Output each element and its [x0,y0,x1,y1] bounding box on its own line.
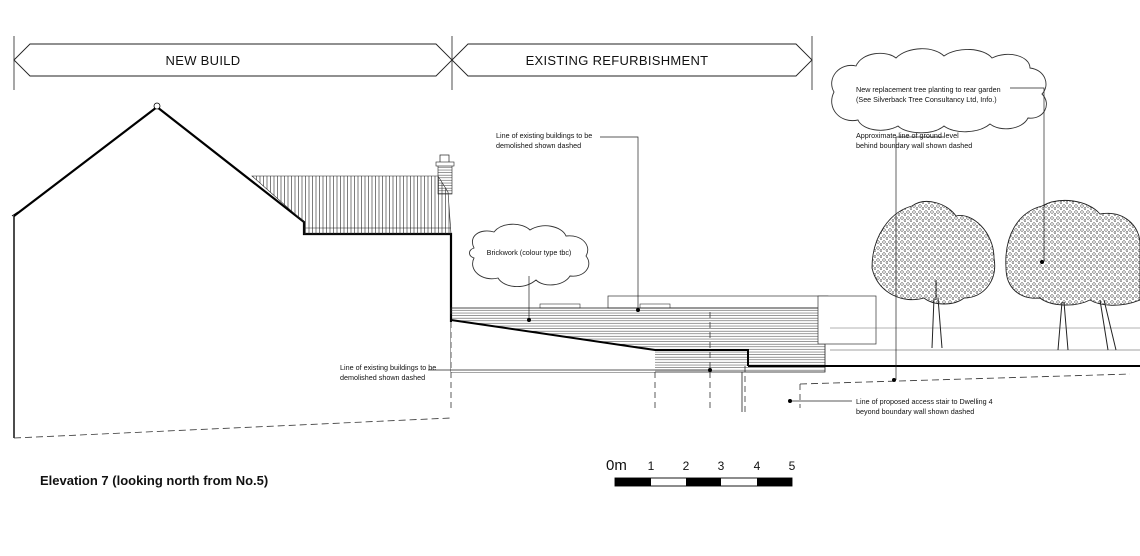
banner-existing-refurbishment: EXISTING REFURBISHMENT [451,36,813,90]
scale-label-5: 5 [789,459,796,473]
demolition-dashed-lines [450,312,801,412]
extension-roof [450,295,877,373]
chimney [435,154,455,195]
ground-level-line-2: behind boundary wall shown dashed [856,141,972,150]
scale-label-1: 1 [648,459,655,473]
brickwork-cloud: Brickwork (colour type tbc) [469,223,590,287]
demolish-bottom-line-1: Line of existing buildings to be [340,363,436,372]
banner-new-build: NEW BUILD [13,36,453,90]
tree-1 [871,201,996,349]
tree-note-line-2: (See Silverback Tree Consultancy Ltd, In… [856,95,997,104]
ground-level-line-1: Approximate line of ground level [856,131,959,140]
boundary-wall [748,327,1140,385]
ground-level-note: Approximate line of ground level behind … [856,131,972,382]
scale-label-2: 2 [683,459,690,473]
tree-leader [1010,87,1045,264]
demolish-bottom-line-2: demolished shown dashed [340,373,425,382]
demolish-top-line-2: demolished shown dashed [496,141,581,150]
scale-label-3: 3 [718,459,725,473]
gable-building [11,102,453,439]
brickwork-note: Brickwork (colour type tbc) [487,248,572,257]
demolish-top-line-1: Line of existing buildings to be [496,131,592,140]
tree-note-cloud: New replacement tree planting to rear ga… [831,48,1047,134]
drawing-title: Elevation 7 (looking north from No.5) [40,473,268,488]
brickwork-leader [527,276,531,322]
access-stair-note: Line of proposed access stair to Dwellin… [788,397,993,416]
scale-label-0: 0m [606,457,627,474]
tree-note-line-1: New replacement tree planting to rear ga… [856,85,1001,94]
demolish-note-bottom: Line of existing buildings to be demolis… [340,363,712,382]
access-stair-line-1: Line of proposed access stair to Dwellin… [856,397,993,406]
demolish-note-top: Line of existing buildings to be demolis… [496,131,640,312]
scale-label-4: 4 [754,459,761,473]
banner-existing-refurbishment-label: EXISTING REFURBISHMENT [526,53,709,68]
scale-bar: 0m 1 2 3 4 5 [606,457,796,487]
banner-new-build-label: NEW BUILD [166,53,241,68]
access-stair-line-2: beyond boundary wall shown dashed [856,407,974,416]
tree-2 [1005,200,1140,351]
